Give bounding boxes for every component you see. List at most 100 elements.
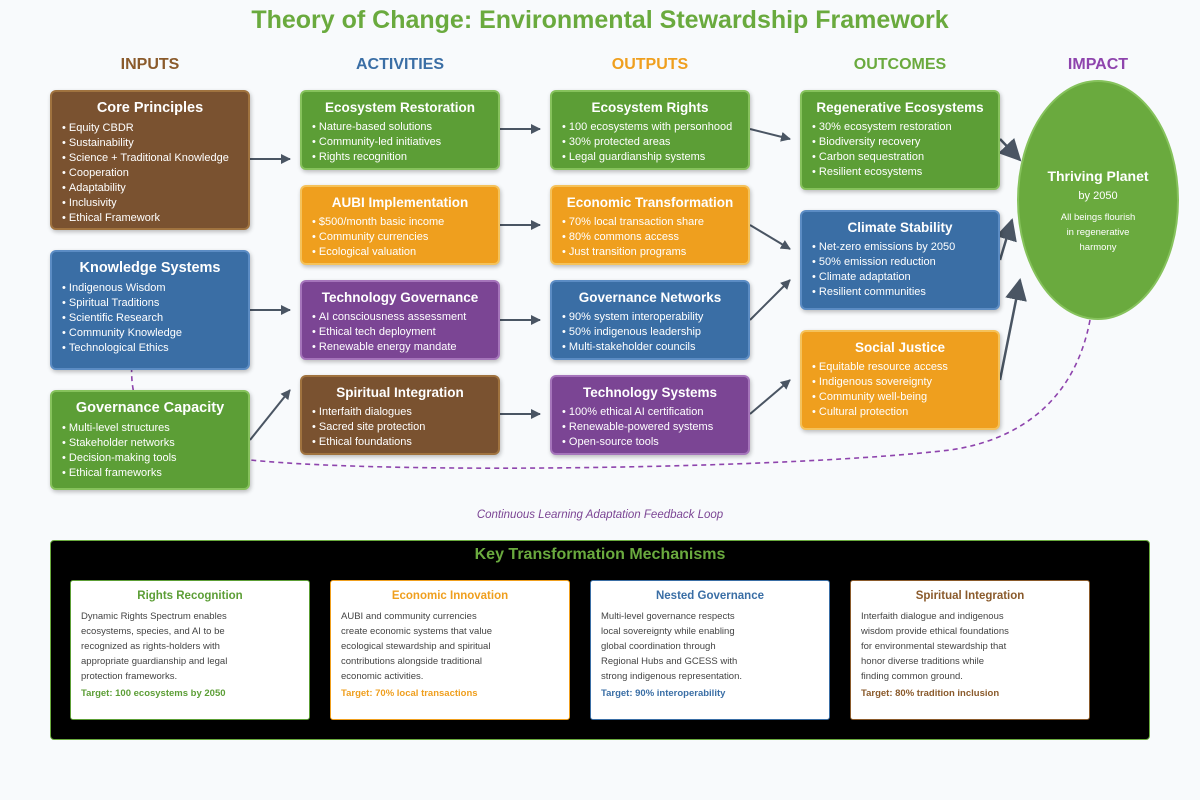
box-title: Knowledge Systems bbox=[79, 260, 221, 276]
list-item: Just transition programs bbox=[562, 245, 748, 260]
card-target: Target: 80% tradition inclusion bbox=[861, 688, 1000, 699]
mechanisms-title: Key Transformation Mechanisms bbox=[474, 546, 726, 563]
input-box-governance-capacity: Governance Capacity Multi-level structur… bbox=[50, 390, 250, 490]
column-header-outcomes: OUTCOMES bbox=[853, 56, 947, 73]
card-title: Spiritual Integration bbox=[915, 590, 1025, 602]
card-body-line: AUBI and community currencies bbox=[341, 611, 477, 622]
card-body-line: strong indigenous representation. bbox=[601, 671, 743, 682]
activity-box-aubi-implementation: AUBI Implementation $500/month basic inc… bbox=[300, 185, 500, 265]
box-item-list: Nature-based solutions Community-led ini… bbox=[302, 120, 498, 165]
mechanisms-panel: Key Transformation Mechanisms Rights Rec… bbox=[50, 540, 1150, 740]
column-header-activities: ACTIVITIES bbox=[355, 56, 444, 73]
card-body-line: Multi-level governance respects bbox=[601, 611, 735, 622]
list-item: Multi-level structures bbox=[62, 421, 248, 436]
list-item: Decision-making tools bbox=[62, 451, 248, 466]
list-item: 70% local transaction share bbox=[562, 215, 748, 230]
card-body: Dynamic Rights Spectrum enables ecosyste… bbox=[81, 609, 251, 684]
box-title: Economic Transformation bbox=[566, 195, 734, 210]
card-body-line: ecosystems, species, and AI to be bbox=[81, 626, 225, 637]
list-item: Cultural protection bbox=[812, 405, 998, 420]
card-body-line: wisdom provide ethical foundations bbox=[861, 626, 1009, 637]
list-item: 50% indigenous leadership bbox=[562, 325, 748, 340]
box-title: Technology Systems bbox=[582, 385, 718, 400]
card-target: Target: 70% local transactions bbox=[341, 688, 478, 699]
box-title: Spiritual Integration bbox=[336, 385, 464, 400]
list-item: Ethical frameworks bbox=[62, 466, 248, 481]
list-item: 80% commons access bbox=[562, 230, 748, 245]
output-box-ecosystem-rights: Ecosystem Rights 100 ecosystems with per… bbox=[550, 90, 750, 170]
list-item: Scientific Research bbox=[62, 311, 248, 326]
diagram-title: Theory of Change: Environmental Stewards… bbox=[251, 6, 949, 34]
box-item-list: Indigenous Wisdom Spiritual Traditions S… bbox=[52, 281, 248, 356]
output-box-technology-systems: Technology Systems 100% ethical AI certi… bbox=[550, 375, 750, 455]
list-item: Stakeholder networks bbox=[62, 436, 248, 451]
box-title: Governance Networks bbox=[578, 290, 722, 305]
card-body-line: contributions alongside traditional bbox=[341, 656, 483, 667]
list-item: Ethical tech deployment bbox=[312, 325, 498, 340]
box-item-list: Equity CBDR Sustainability Science + Tra… bbox=[52, 121, 248, 226]
card-body-line: local sovereignty while enabling bbox=[601, 626, 735, 637]
list-item: Sustainability bbox=[62, 136, 248, 151]
impact-title: Thriving Planet bbox=[1047, 168, 1149, 184]
list-item: Resilient ecosystems bbox=[812, 165, 998, 180]
arrow-regenerative-to-impact bbox=[998, 137, 1022, 162]
box-item-list: AI consciousness assessment Ethical tech… bbox=[302, 310, 498, 355]
list-item: Net-zero emissions by 2050 bbox=[812, 240, 998, 255]
list-item: Rights recognition bbox=[312, 150, 498, 165]
card-title: Economic Innovation bbox=[391, 590, 509, 602]
list-item: Nature-based solutions bbox=[312, 120, 498, 135]
list-item: Indigenous sovereignty bbox=[812, 375, 998, 390]
box-title: Climate Stability bbox=[847, 220, 953, 235]
outcome-box-climate-stability: Climate Stability Net-zero emissions by … bbox=[800, 210, 1000, 310]
mechanism-card-economic-innovation: Economic Innovation AUBI and community c… bbox=[330, 580, 570, 720]
box-item-list: 70% local transaction share 80% commons … bbox=[552, 215, 748, 260]
arrow-techsystems-to-justice bbox=[749, 379, 791, 415]
list-item: Community Knowledge bbox=[62, 326, 248, 341]
card-body-line: economic activities. bbox=[341, 671, 424, 682]
list-item: Adaptability bbox=[62, 181, 248, 196]
list-item: Equity CBDR bbox=[62, 121, 248, 136]
box-item-list: 90% system interoperability 50% indigeno… bbox=[552, 310, 748, 355]
list-item: 30% protected areas bbox=[562, 135, 748, 150]
list-item: 100 ecosystems with personhood bbox=[562, 120, 748, 135]
card-body-line: Interfaith dialogue and indigenous bbox=[861, 611, 1004, 622]
card-title: Rights Recognition bbox=[137, 590, 243, 602]
box-item-list: Multi-level structures Stakeholder netwo… bbox=[52, 421, 248, 481]
impact-description: All beings flourish in regenerative harm… bbox=[1048, 210, 1148, 255]
card-body: AUBI and community currencies create eco… bbox=[341, 609, 511, 684]
box-title: Ecosystem Rights bbox=[591, 100, 709, 115]
card-body-line: Regional Hubs and GCESS with bbox=[601, 656, 738, 667]
list-item: Climate adaptation bbox=[812, 270, 998, 285]
box-item-list: 100 ecosystems with personhood 30% prote… bbox=[552, 120, 748, 165]
card-target: Target: 100 ecosystems by 2050 bbox=[81, 688, 226, 699]
arrow-economic-to-climate bbox=[749, 224, 791, 250]
box-title: Regenerative Ecosystems bbox=[816, 100, 984, 115]
box-item-list: Net-zero emissions by 2050 50% emission … bbox=[802, 240, 998, 300]
mechanism-card-spiritual-integration: Spiritual Integration Interfaith dialogu… bbox=[850, 580, 1090, 720]
column-header-outputs: OUTPUTS bbox=[611, 56, 689, 73]
card-body-line: create economic systems that value bbox=[341, 626, 493, 637]
list-item: Ethical Framework bbox=[62, 211, 248, 226]
card-target: Target: 90% interoperability bbox=[601, 688, 726, 699]
list-item: Multi-stakeholder councils bbox=[562, 340, 748, 355]
column-header-impact: IMPACT bbox=[1067, 56, 1129, 73]
activity-box-ecosystem-restoration: Ecosystem Restoration Nature-based solut… bbox=[300, 90, 500, 170]
list-item: Inclusivity bbox=[62, 196, 248, 211]
box-item-list: $500/month basic income Community curren… bbox=[302, 215, 498, 260]
box-title: Social Justice bbox=[854, 340, 946, 355]
list-item: Technological Ethics bbox=[62, 341, 248, 356]
card-body-line: global coordination through bbox=[601, 641, 716, 652]
card-body-line: recognized as rights-holders with bbox=[81, 641, 220, 652]
list-item: Carbon sequestration bbox=[812, 150, 998, 165]
list-item: Spiritual Traditions bbox=[62, 296, 248, 311]
card-body-line: honor diverse traditions while bbox=[861, 656, 985, 667]
activity-box-technology-governance: Technology Governance AI consciousness a… bbox=[300, 280, 500, 360]
list-item: Indigenous Wisdom bbox=[62, 281, 248, 296]
arrow-justice-to-impact bbox=[998, 278, 1027, 381]
card-body-line: ecological stewardship and spiritual bbox=[341, 641, 491, 652]
card-body-line: finding common ground. bbox=[861, 671, 963, 682]
list-item: Renewable energy mandate bbox=[312, 340, 498, 355]
list-item: Open-source tools bbox=[562, 435, 748, 450]
output-box-economic-transformation: Economic Transformation 70% local transa… bbox=[550, 185, 750, 265]
